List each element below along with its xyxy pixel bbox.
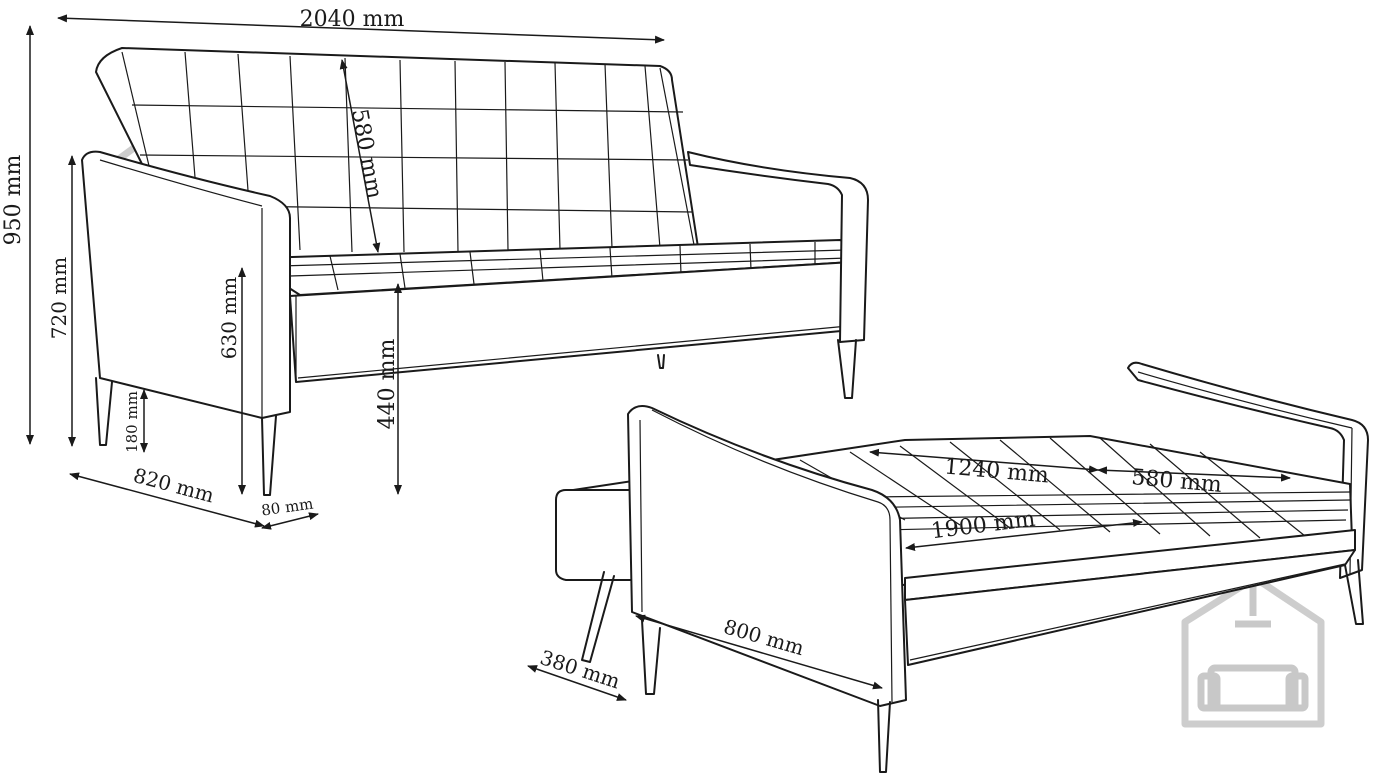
dim-line-backrest-height <box>339 59 381 253</box>
label-arm-front-height: 630 mm <box>217 277 241 359</box>
dim-line-bed-width <box>635 614 883 690</box>
dim-line-arm-width <box>261 512 319 530</box>
leg-bed-front-right <box>877 699 891 773</box>
leg-bed-back-right <box>1344 559 1364 625</box>
label-arm-width: 80 mm <box>260 494 314 519</box>
leg-front-right <box>261 415 277 496</box>
leg-back-middle <box>657 354 665 369</box>
seat-tufting <box>279 242 849 291</box>
dim-line-bed-total <box>905 519 1143 551</box>
sofa-upright-drawing <box>81 47 869 496</box>
label-armrest-height: 720 mm <box>47 257 71 339</box>
dim-line-sofa-depth <box>69 472 265 528</box>
house-sofa-logo-icon <box>1181 574 1325 728</box>
leg-bed-front-left <box>641 619 661 695</box>
dim-line-bed-back <box>1097 466 1291 482</box>
mattress-tufting <box>569 437 1351 541</box>
leg-front-left <box>95 377 113 446</box>
leg-back-right <box>837 339 857 399</box>
label-leg-height: 180 mm <box>123 391 141 453</box>
leg-bed-left <box>581 571 615 663</box>
label-base-width: 380 mm <box>537 645 623 693</box>
label-sofa-width: 2040 mm <box>300 7 405 32</box>
dim-line-sofa-width <box>57 14 665 44</box>
label-seat-height: 440 mm <box>375 339 400 430</box>
dim-line-base-width <box>527 665 627 701</box>
label-sofa-depth: 820 mm <box>131 463 217 508</box>
label-sofa-height: 950 mm <box>1 155 26 246</box>
dim-line-bed-seat <box>869 448 1099 474</box>
dimension-lines <box>26 14 1291 701</box>
